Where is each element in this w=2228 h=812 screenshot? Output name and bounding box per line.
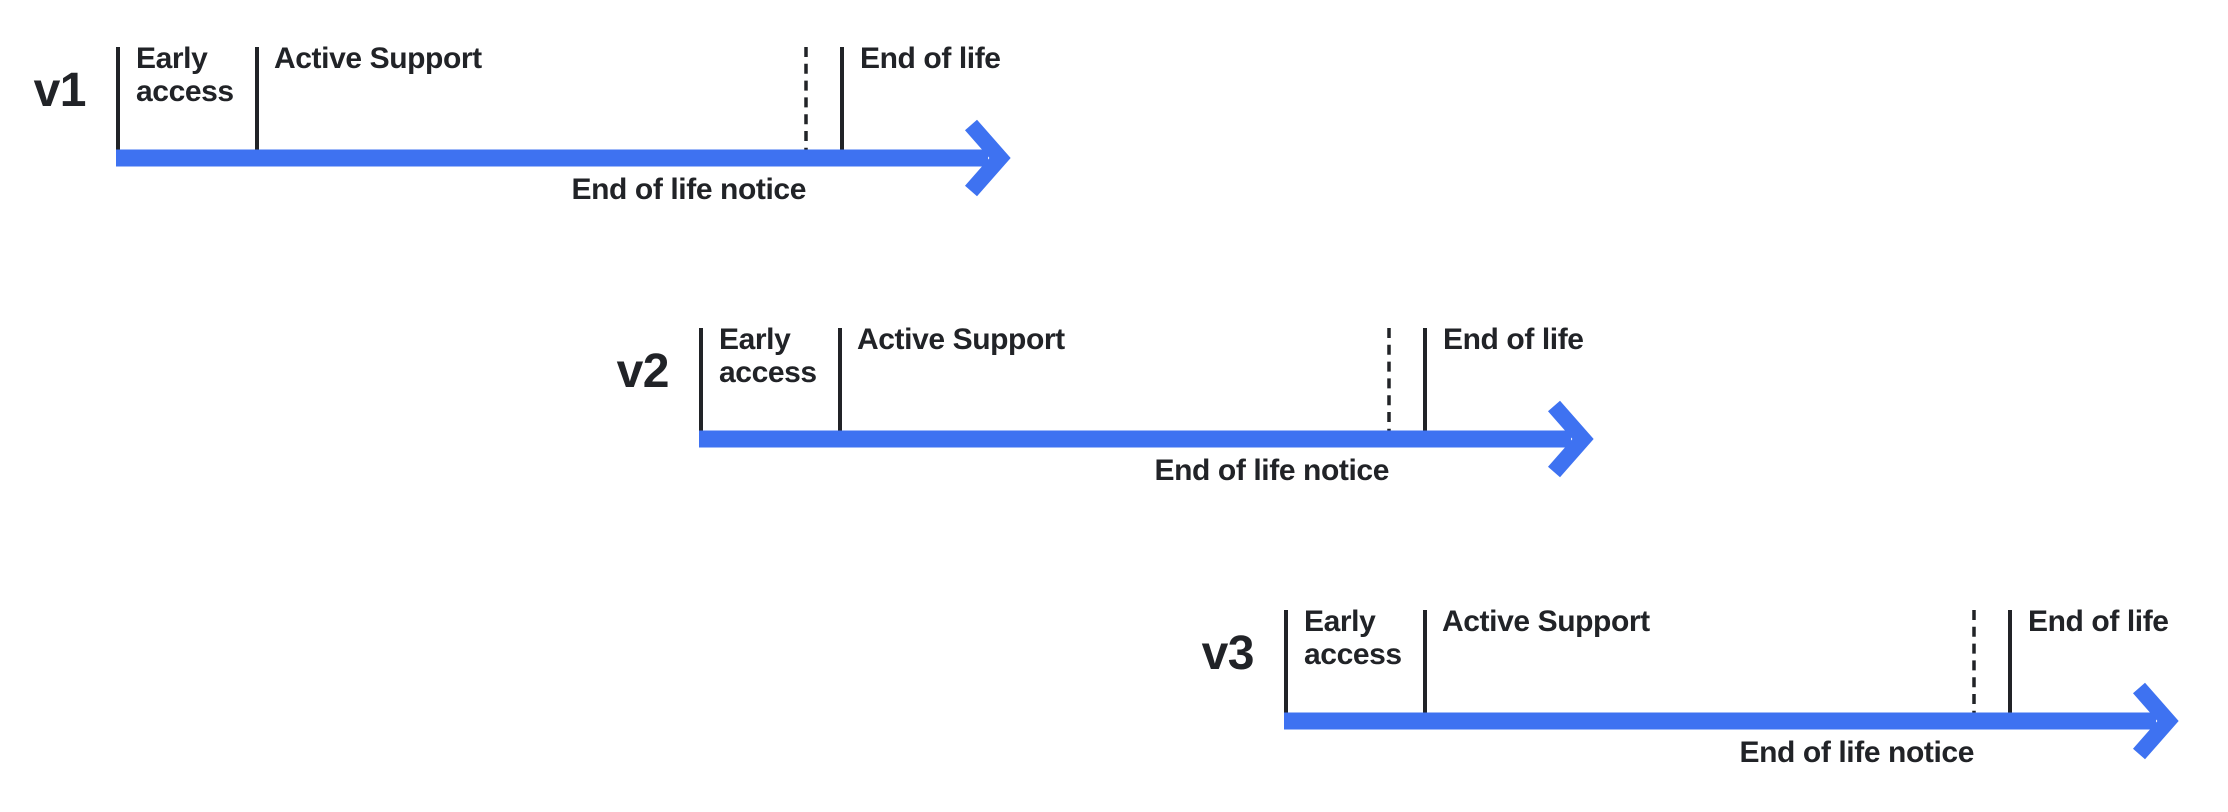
timeline-arrow-graphic bbox=[1284, 610, 2179, 760]
end-of-life-label: End of life bbox=[860, 42, 1001, 75]
early-access-label: Early access bbox=[719, 323, 817, 389]
active-support-label: Active Support bbox=[274, 42, 482, 75]
active-support-label: Active Support bbox=[1442, 605, 1650, 638]
end-of-life-notice-label: End of life notice bbox=[1154, 454, 1390, 487]
timeline-arrowhead-icon bbox=[964, 119, 1011, 197]
timeline-v2: v2 Early access Active Support End of li… bbox=[617, 323, 1619, 513]
timeline-v1: v1 Early access Active Support End of li… bbox=[34, 42, 1036, 232]
timeline-arrow-graphic bbox=[699, 328, 1594, 478]
early-access-label: Early access bbox=[1304, 605, 1402, 671]
end-of-life-notice-label: End of life notice bbox=[1739, 736, 1975, 769]
version-label: v2 bbox=[616, 345, 670, 398]
version-label: v3 bbox=[1201, 627, 1255, 680]
timeline-arrowhead-icon bbox=[2132, 682, 2179, 760]
active-support-label: Active Support bbox=[857, 323, 1065, 356]
end-of-life-label: End of life bbox=[2028, 605, 2169, 638]
version-label: v1 bbox=[33, 64, 87, 117]
timeline-arrow-graphic bbox=[116, 47, 1011, 197]
early-access-label: Early access bbox=[136, 42, 234, 108]
end-of-life-label: End of life bbox=[1443, 323, 1584, 356]
end-of-life-notice-label: End of life notice bbox=[571, 173, 807, 206]
timeline-arrowhead-icon bbox=[1547, 400, 1594, 478]
timeline-v3: v3 Early access Active Support End of li… bbox=[1202, 605, 2204, 795]
